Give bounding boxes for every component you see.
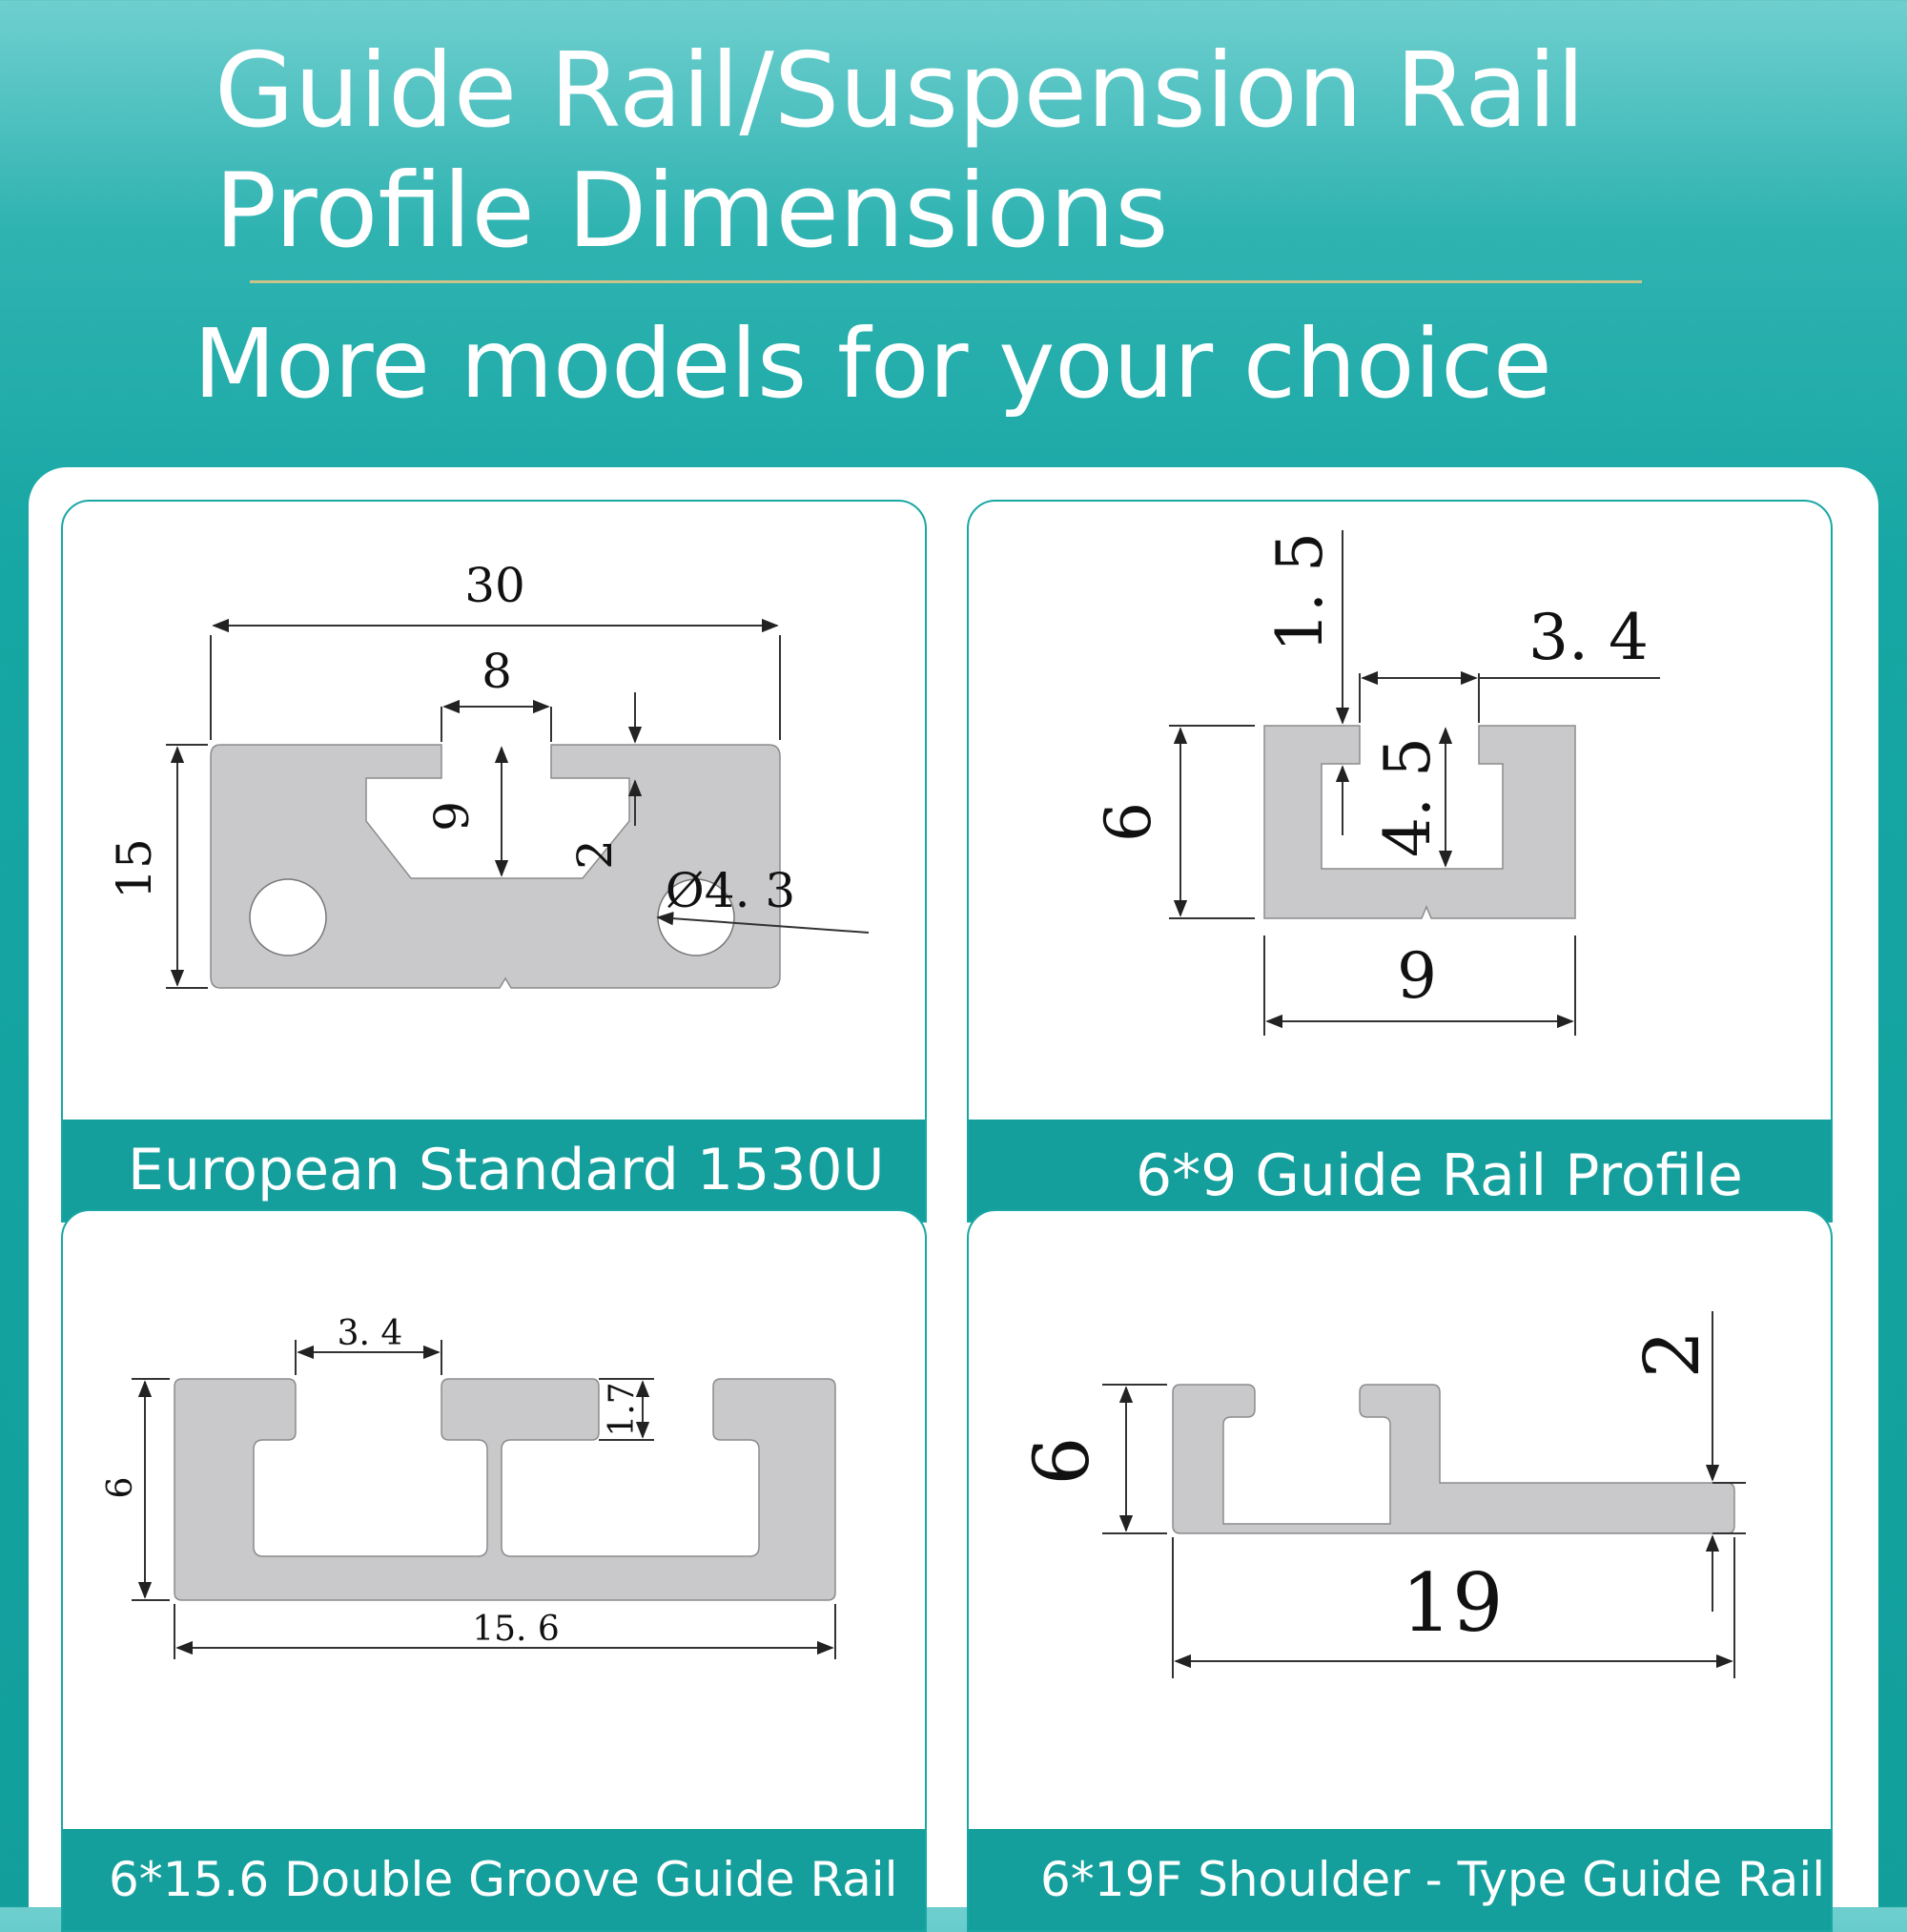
profile-shape-6x15-6 xyxy=(174,1378,836,1601)
dim-lip-label: 1.7 xyxy=(603,1382,642,1436)
dim-height-label: 6 xyxy=(1017,1437,1106,1486)
dim-width-label: 15. 6 xyxy=(472,1610,560,1649)
dim-hole-label: Ø4. 3 xyxy=(666,863,795,918)
page-title-line-1: Guide Rail/Suspension Rail xyxy=(215,31,1586,151)
title-divider xyxy=(250,280,1642,283)
dim-height-label: 6 xyxy=(1092,802,1165,842)
dim-inner-label: 4. 5 xyxy=(1371,737,1445,857)
caption-bar: 6*9 Guide Rail Profile xyxy=(969,1120,1831,1221)
caption-bar: 6*19F Shoulder - Type Guide Rail xyxy=(969,1829,1831,1930)
dim-height-label: 15 xyxy=(107,838,162,899)
dim-width-label: 19 xyxy=(1402,1556,1504,1650)
profile-drawing-1530u: 30 8 15 9 2 Ø4. 3 xyxy=(107,558,870,989)
profile-shape-6x9 xyxy=(1263,725,1576,919)
card-6x9: 9 6 3. 4 1. 5 4. 5 6*9 Guide Rail Profil… xyxy=(967,500,1833,1223)
dim-height-label: 6 xyxy=(101,1477,140,1499)
dim-lip-label: 2 xyxy=(567,839,623,870)
dim-opening-label: 3. 4 xyxy=(1528,601,1649,674)
dim-flange-label: 2 xyxy=(1628,1330,1716,1379)
profile-drawing-6x9: 9 6 3. 4 1. 5 4. 5 xyxy=(1092,530,1660,1036)
dim-width-label: 30 xyxy=(464,558,525,613)
dim-opening-label: 3. 4 xyxy=(338,1314,403,1353)
profile-shape-6x19f xyxy=(1172,1384,1735,1534)
card-6x15-6: 3. 4 1.7 6 15. 6 6*15.6 Double Groove Gu… xyxy=(61,1209,927,1932)
dim-width-label: 9 xyxy=(1397,939,1437,1013)
caption-bar: 6*15.6 Double Groove Guide Rail xyxy=(63,1829,925,1930)
card-caption: 6*19F Shoulder - Type Guide Rail xyxy=(1040,1852,1826,1907)
dim-lip-label: 1. 5 xyxy=(1263,532,1337,652)
profile-shape-1530u xyxy=(210,744,781,989)
page-subtitle: More models for your choice xyxy=(194,308,1552,420)
card-1530u: 30 8 15 9 2 Ø4. 3 European Standard 1530… xyxy=(61,500,927,1223)
dim-slot-depth-label: 9 xyxy=(424,801,480,832)
card-caption: 6*15.6 Double Groove Guide Rail xyxy=(109,1852,898,1907)
profile-drawing-6x15-6: 3. 4 1.7 6 15. 6 xyxy=(101,1314,836,1659)
card-caption: European Standard 1530U xyxy=(128,1137,885,1203)
product-board: 30 8 15 9 2 Ø4. 3 European Standard 1530… xyxy=(29,467,1878,1932)
page-title-line-2: Profile Dimensions xyxy=(215,152,1169,271)
card-6x19f: 6 2 19 6*19F Shoulder - Type Guide Rail xyxy=(967,1209,1833,1932)
profile-drawing-6x19f: 6 2 19 xyxy=(1017,1311,1746,1678)
card-caption: 6*9 Guide Rail Profile xyxy=(1136,1142,1743,1210)
caption-bar: European Standard 1530U xyxy=(63,1120,925,1221)
dim-slot-width-label: 8 xyxy=(482,644,512,699)
mount-hole xyxy=(249,878,327,956)
